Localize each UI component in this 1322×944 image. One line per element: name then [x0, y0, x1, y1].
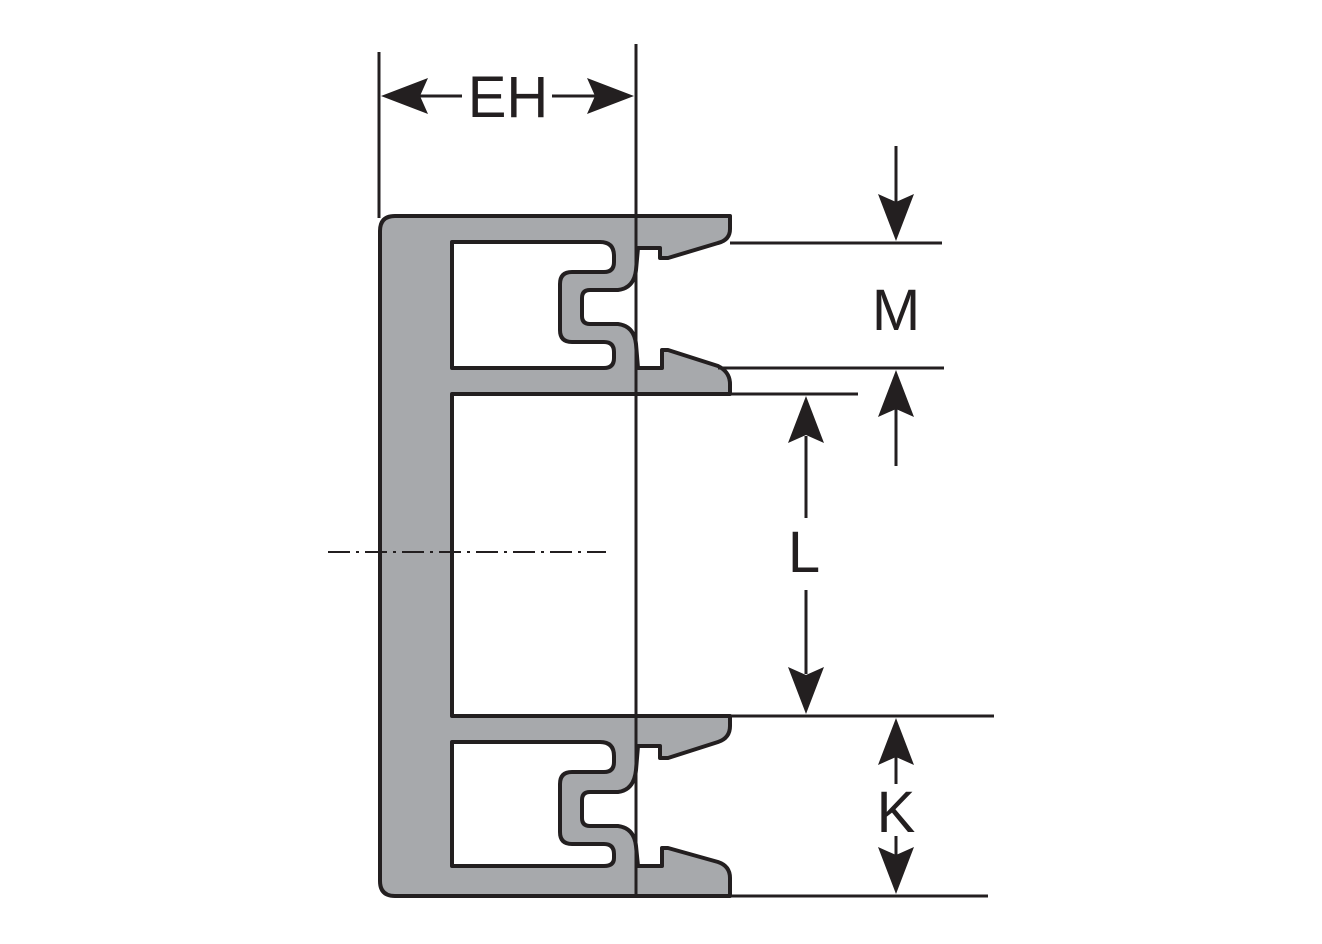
- seal-profile: [378, 214, 732, 898]
- eh-arrow-left: [381, 78, 428, 114]
- l-arrow-down: [788, 667, 824, 714]
- k-dimension: K: [877, 718, 916, 894]
- k-arrow-down: [878, 847, 914, 894]
- upper-cavity: [450, 240, 616, 370]
- lower-cavity: [450, 740, 616, 868]
- eh-arrow-right: [587, 78, 634, 114]
- m-arrow-down: [878, 194, 914, 241]
- k-label: K: [877, 780, 916, 845]
- eh-dimension: EH: [381, 65, 634, 130]
- l-dimension: L: [788, 396, 824, 714]
- l-label: L: [788, 520, 820, 585]
- l-arrow-up: [788, 396, 824, 443]
- k-arrow-up: [878, 718, 914, 765]
- m-arrow-up: [878, 370, 914, 417]
- m-dimension: M: [872, 146, 920, 466]
- m-label: M: [872, 278, 920, 343]
- eh-label: EH: [468, 65, 549, 130]
- channel-body: [378, 214, 732, 898]
- extension-lines: [328, 44, 994, 898]
